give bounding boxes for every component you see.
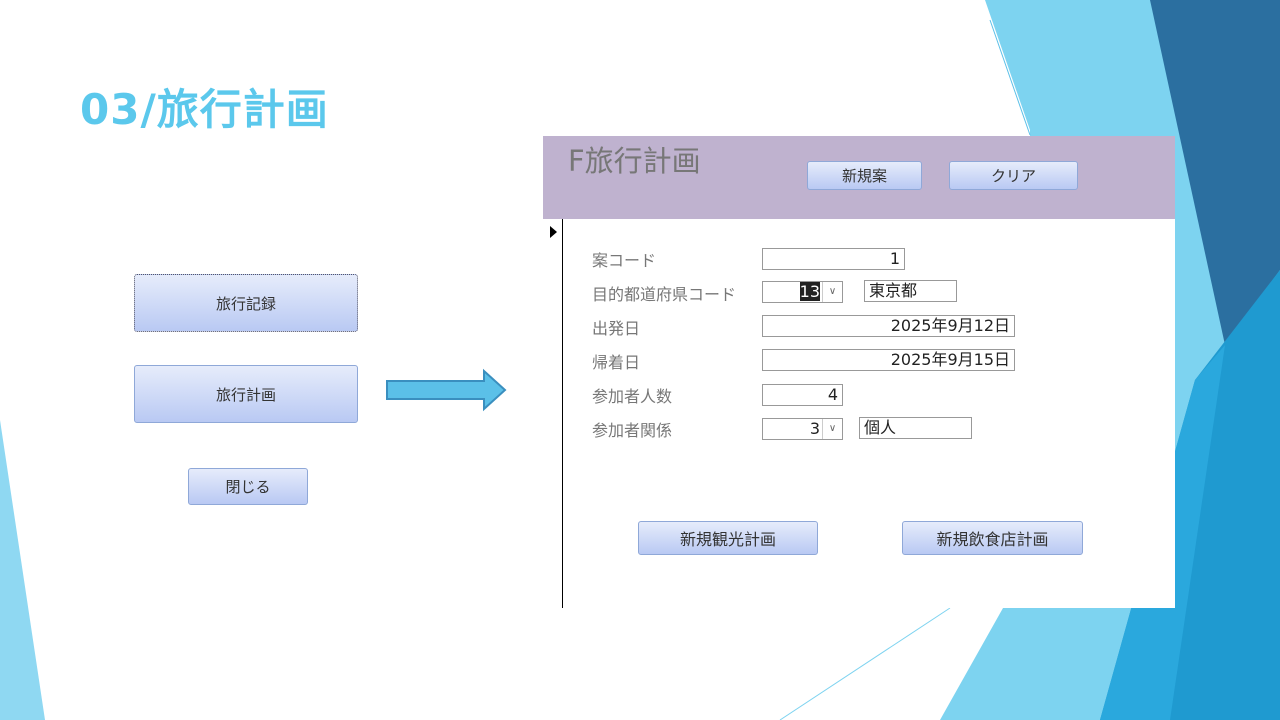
pref-code-value: 13 — [799, 282, 820, 301]
form-header: F旅行計画 新規案 クリア — [543, 136, 1175, 219]
pref-code-label: 目的都道府県コード — [592, 285, 737, 304]
form-title: F旅行計画 — [568, 144, 701, 178]
relation-name-field[interactable]: 個人 — [859, 417, 972, 439]
chevron-down-icon[interactable]: ∨ — [822, 282, 842, 302]
participants-input[interactable]: 4 — [762, 384, 843, 406]
pref-code-combobox[interactable]: 13∨ — [762, 281, 843, 303]
new-sightseeing-plan-button[interactable]: 新規観光計画 — [638, 521, 818, 555]
relation-label: 参加者関係 — [592, 421, 673, 440]
travel-plan-button[interactable]: 旅行計画 — [134, 365, 358, 423]
relation-value: 3 — [809, 419, 820, 438]
return-label: 帰着日 — [592, 353, 641, 372]
clear-button[interactable]: クリア — [949, 161, 1078, 190]
slide-title: 03/旅行計画 — [80, 85, 329, 134]
new-restaurant-plan-button[interactable]: 新規飲食店計画 — [902, 521, 1083, 555]
departure-label: 出発日 — [592, 319, 641, 338]
return-date-input[interactable]: 2025年9月15日 — [762, 349, 1015, 371]
travel-plan-form: F旅行計画 新規案 クリア 案コード 1 目的都道府県コード 13∨ 東京都 出… — [543, 136, 1175, 608]
record-selector-arrow-icon[interactable] — [550, 226, 557, 238]
travel-record-button[interactable]: 旅行記録 — [134, 274, 358, 332]
plan-code-input[interactable]: 1 — [762, 248, 905, 270]
plan-code-label: 案コード — [592, 251, 657, 270]
departure-date-input[interactable]: 2025年9月12日 — [762, 315, 1015, 337]
record-selector-border — [562, 219, 563, 608]
right-arrow-icon — [386, 368, 507, 412]
participants-label: 参加者人数 — [592, 387, 673, 406]
pref-name-field[interactable]: 東京都 — [864, 280, 957, 302]
relation-combobox[interactable]: 3∨ — [762, 418, 843, 440]
chevron-down-icon[interactable]: ∨ — [822, 419, 842, 439]
new-plan-button[interactable]: 新規案 — [807, 161, 922, 190]
close-button[interactable]: 閉じる — [188, 468, 308, 505]
